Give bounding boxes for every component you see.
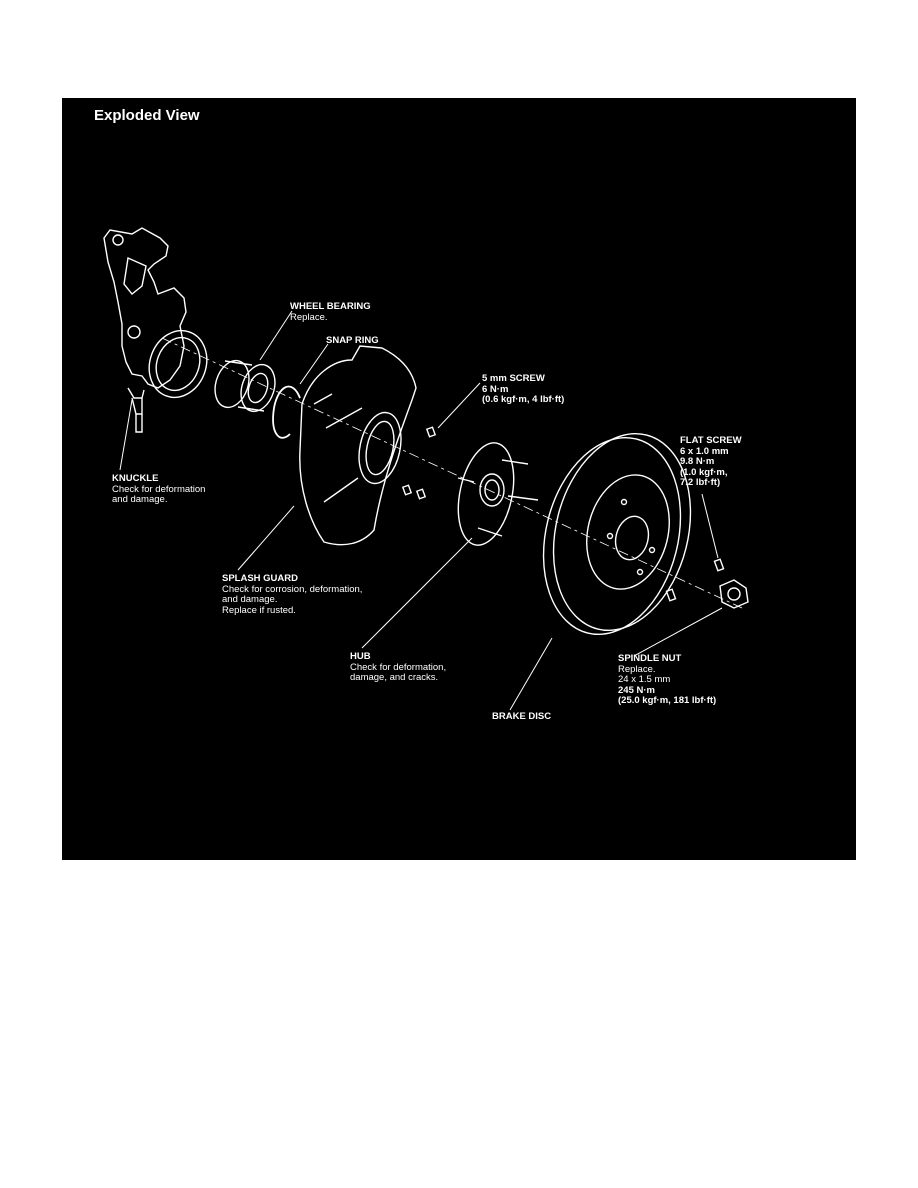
knuckle-name: KNUCKLE xyxy=(112,473,159,484)
snap-ring-part xyxy=(272,385,301,439)
label-brake-disc: BRAKE DISC xyxy=(492,711,552,723)
hub-part xyxy=(457,442,539,546)
wheel-bearing-name: WHEEL BEARING xyxy=(290,301,371,312)
label-spindle-nut: SPINDLE NUT Replace. 24 x 1.5 mm 245 N·m… xyxy=(618,653,717,707)
flat-screw-torque-kgf: (1.0 kgf·m, xyxy=(680,466,728,478)
spindle-nut-torque-alt: (25.0 kgf·m, 181 lbf·ft) xyxy=(618,695,717,706)
exploded-view-panel: Exploded View xyxy=(62,98,856,860)
leader-flat-screw xyxy=(701,493,719,559)
brake-disc-name: BRAKE DISC xyxy=(492,711,552,722)
leader-splash-guard xyxy=(237,505,295,571)
flat-screw-torque: 9.8 N·m xyxy=(680,456,715,467)
hub-note-1: Check for deformation, xyxy=(350,661,447,673)
splash-guard-part xyxy=(299,345,417,546)
spindle-nut-part xyxy=(719,579,749,609)
leader-5mm-screw xyxy=(437,382,481,429)
splash-guard-note-2: and damage. xyxy=(222,594,278,605)
leader-spindle-nut xyxy=(633,607,723,657)
leader-wheel-bearing xyxy=(259,310,293,361)
screw-5mm-part xyxy=(401,426,437,500)
hub-name: HUB xyxy=(350,651,371,662)
screw-5mm-name: 5 mm SCREW xyxy=(482,373,545,384)
spindle-nut-note: Replace. xyxy=(618,663,656,675)
label-5mm-screw: 5 mm SCREW 6 N·m (0.6 kgf·m, 4 lbf·ft) xyxy=(482,373,565,406)
splash-guard-note-1: Check for corrosion, deformation, xyxy=(222,583,363,595)
splash-guard-note-3: Replace if rusted. xyxy=(222,604,296,616)
label-knuckle: KNUCKLE Check for deformation and damage… xyxy=(112,473,206,506)
knuckle-part xyxy=(103,227,208,433)
spindle-nut-size: 24 x 1.5 mm xyxy=(618,674,671,685)
leader-hub xyxy=(361,537,473,649)
flat-screw-name: FLAT SCREW xyxy=(680,435,742,446)
flat-screw-torque-lbf: 7.2 lbf·ft) xyxy=(680,477,721,488)
label-hub: HUB Check for deformation, damage, and c… xyxy=(350,651,447,684)
label-flat-screw: FLAT SCREW 6 x 1.0 mm 9.8 N·m (1.0 kgf·m… xyxy=(680,435,742,489)
exploded-view-drawing xyxy=(103,227,749,711)
flat-screw-part xyxy=(665,558,725,602)
leader-brake-disc xyxy=(509,637,553,711)
hub-note-2: damage, and cracks. xyxy=(350,672,439,683)
diagram-title: Exploded View xyxy=(94,107,200,124)
label-wheel-bearing: WHEEL BEARING Replace. xyxy=(290,301,371,323)
screw-5mm-torque-alt: (0.6 kgf·m, 4 lbf·ft) xyxy=(482,394,565,405)
knuckle-note-1: Check for deformation xyxy=(112,483,206,495)
snap-ring-name: SNAP RING xyxy=(326,335,379,346)
leader-snap-ring xyxy=(299,343,329,385)
flat-screw-size: 6 x 1.0 mm xyxy=(680,445,729,457)
wheel-bearing-part xyxy=(214,359,276,413)
spindle-nut-name: SPINDLE NUT xyxy=(618,653,682,664)
label-snap-ring: SNAP RING xyxy=(326,335,379,347)
splash-guard-name: SPLASH GUARD xyxy=(222,573,299,584)
wheel-bearing-note: Replace. xyxy=(290,311,328,323)
screw-5mm-torque: 6 N·m xyxy=(482,383,509,395)
knuckle-note-2: and damage. xyxy=(112,494,168,505)
spindle-nut-torque: 245 N·m xyxy=(618,684,655,696)
brake-disc-part xyxy=(542,432,692,636)
label-splash-guard: SPLASH GUARD Check for corrosion, deform… xyxy=(222,573,363,616)
leader-knuckle xyxy=(119,399,133,471)
axis-line xyxy=(161,337,743,609)
